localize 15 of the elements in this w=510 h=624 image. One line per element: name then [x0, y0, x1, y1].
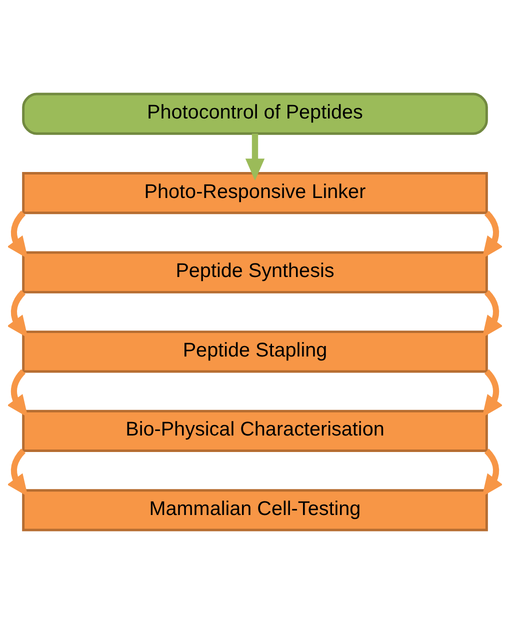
arrow: [8, 210, 28, 259]
arrow: [482, 369, 502, 418]
node-box: Photo-Responsive Linker: [22, 172, 488, 214]
arrow: [8, 369, 28, 418]
node-box: Mammalian Cell-Testing: [22, 489, 488, 532]
arrow: [482, 290, 502, 338]
arrow: [482, 210, 502, 259]
arrow: [8, 290, 28, 338]
arrow: [482, 448, 502, 497]
node-box: Peptide Synthesis: [22, 251, 488, 294]
arrow: [245, 134, 265, 181]
node-box: Photocontrol of Peptides: [22, 92, 488, 135]
node-box: Bio-Physical Characterisation: [22, 410, 488, 452]
arrow: [8, 448, 28, 497]
node-box: Peptide Stapling: [22, 330, 488, 373]
